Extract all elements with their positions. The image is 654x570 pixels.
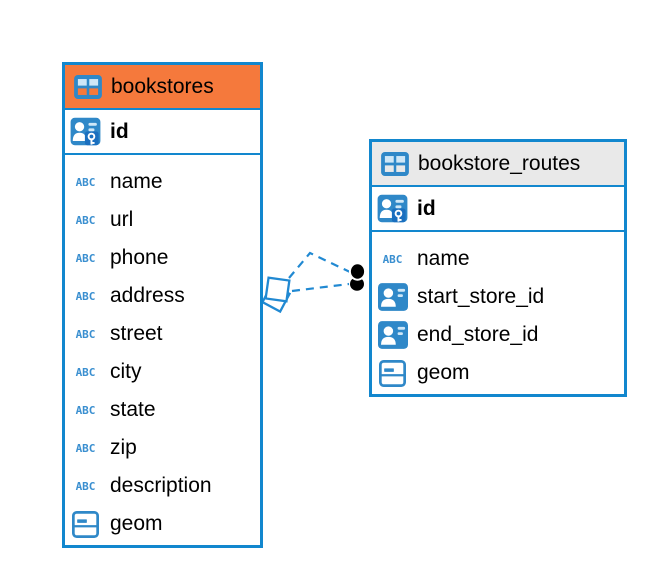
- text-type-icon: ABC: [75, 441, 96, 455]
- column-row[interactable]: ABC city: [70, 353, 260, 391]
- column-name: state: [110, 398, 156, 421]
- column-name: end_store_id: [417, 323, 539, 346]
- table-bookstore-routes-header[interactable]: bookstore_routes: [372, 142, 624, 187]
- table-icon: [73, 74, 102, 99]
- text-type-icon: ABC: [75, 403, 96, 417]
- table-bookstores-header[interactable]: bookstores: [65, 65, 260, 110]
- table-title: bookstore_routes: [418, 151, 581, 175]
- column-name: city: [110, 360, 142, 383]
- primary-key-icon: [70, 116, 101, 147]
- column-row[interactable]: ABC name: [70, 163, 260, 201]
- text-type-icon: ABC: [75, 289, 96, 303]
- column-row-pk[interactable]: id: [372, 187, 624, 232]
- table-icon: [380, 151, 409, 176]
- column-row[interactable]: start_store_id: [377, 278, 624, 316]
- column-name: geom: [417, 361, 470, 384]
- primary-key-icon: [377, 193, 408, 224]
- text-type-icon: ABC: [75, 365, 96, 379]
- column-name: id: [110, 119, 129, 143]
- table-bookstores[interactable]: bookstores id ABC: [62, 62, 263, 548]
- column-name: description: [110, 474, 212, 497]
- column-row[interactable]: geom: [377, 354, 624, 392]
- column-name: start_store_id: [417, 285, 545, 308]
- table-bookstore-routes[interactable]: bookstore_routes id ABC: [369, 139, 627, 397]
- column-row-pk[interactable]: id: [65, 110, 260, 155]
- text-type-icon: ABC: [75, 213, 96, 227]
- column-name: street: [110, 322, 163, 345]
- table-title: bookstores: [111, 74, 214, 98]
- column-name: geom: [110, 512, 163, 535]
- column-row[interactable]: geom: [70, 505, 260, 543]
- column-row[interactable]: end_store_id: [377, 316, 624, 354]
- column-row[interactable]: ABC phone: [70, 239, 260, 277]
- text-type-icon: ABC: [75, 327, 96, 341]
- relationship-target-marker-double-dot[interactable]: [348, 262, 367, 291]
- text-type-icon: ABC: [75, 175, 96, 189]
- text-type-icon: ABC: [382, 252, 403, 266]
- column-row[interactable]: ABC street: [70, 315, 260, 353]
- foreign-key-icon: [377, 282, 408, 313]
- column-row[interactable]: ABC state: [70, 391, 260, 429]
- column-list: ABC name ABC url ABC phone ABC address A…: [65, 155, 260, 543]
- column-list: ABC name start_store_id: [372, 232, 624, 392]
- column-name: id: [417, 196, 436, 220]
- column-row[interactable]: ABC description: [70, 467, 260, 505]
- column-name: name: [110, 170, 163, 193]
- column-row[interactable]: ABC address: [70, 277, 260, 315]
- relationship-source-marker-stacked-squares[interactable]: [260, 276, 292, 314]
- geometry-type-icon: [377, 358, 408, 389]
- geometry-type-icon: [70, 509, 101, 540]
- column-row[interactable]: ABC url: [70, 201, 260, 239]
- column-name: name: [417, 247, 470, 270]
- column-name: phone: [110, 246, 169, 269]
- text-type-icon: ABC: [75, 251, 96, 265]
- column-name: url: [110, 208, 134, 231]
- column-name: address: [110, 284, 185, 307]
- column-name: zip: [110, 436, 137, 459]
- text-type-icon: ABC: [75, 479, 96, 493]
- column-row[interactable]: ABC zip: [70, 429, 260, 467]
- column-row[interactable]: ABC name: [377, 240, 624, 278]
- foreign-key-icon: [377, 320, 408, 351]
- relationship-line-lower[interactable]: [291, 282, 350, 293]
- relationship-line-upper[interactable]: [288, 251, 351, 279]
